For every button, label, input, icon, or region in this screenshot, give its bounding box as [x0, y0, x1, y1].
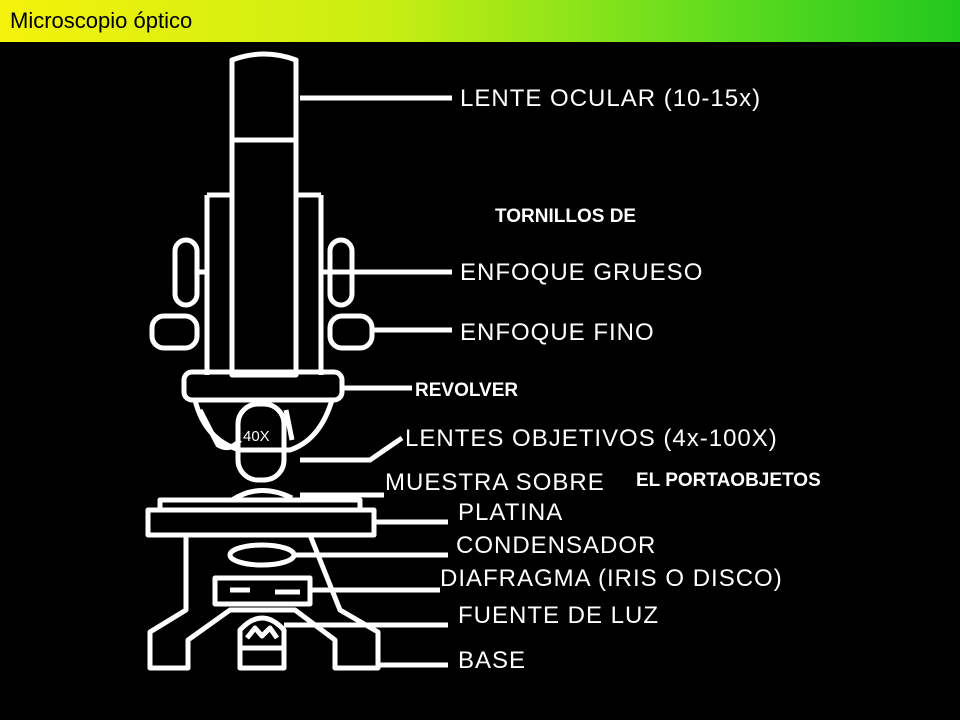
- condenser: [227, 542, 297, 568]
- label-condensador: CONDENSADOR: [456, 532, 656, 559]
- label-platina: PLATINA: [458, 499, 563, 526]
- label-enfoque-grueso: ENFOQUE GRUESO: [460, 259, 703, 286]
- label-diafragma: DIAFRAGMA (IRIS O DISCO): [440, 565, 783, 592]
- stage: [145, 507, 377, 538]
- eyepiece-tube: [229, 51, 299, 140]
- objective-center: [235, 401, 287, 483]
- body-tube: [229, 137, 299, 378]
- label-revolver: REVOLVER: [415, 380, 518, 401]
- slide-title: Microscopio óptico: [10, 8, 193, 33]
- specimen: [230, 487, 294, 503]
- label-base: BASE: [458, 647, 526, 674]
- label-lente-ocular: LENTE OCULAR (10-15x): [460, 85, 761, 112]
- coarse-knob-left: [172, 237, 200, 308]
- label-objective-40x: 40X: [243, 428, 270, 445]
- objective-right: [283, 409, 295, 441]
- label-lentes-objetivos: LENTES OBJETIVOS (4x-100X): [405, 425, 778, 452]
- label-tornillos: TORNILLOS DE: [495, 206, 636, 227]
- base-frame: [147, 534, 381, 671]
- leader-objetivos: [300, 435, 404, 463]
- label-enfoque-fino: ENFOQUE FINO: [460, 319, 655, 346]
- label-fuente-luz: FUENTE DE LUZ: [458, 602, 659, 629]
- label-muestra-sobre: MUESTRA SOBRE: [385, 469, 605, 496]
- light-source: [237, 615, 287, 671]
- fine-knob-left: [149, 313, 200, 351]
- arm: [204, 192, 324, 375]
- fine-knob-right: [327, 313, 375, 351]
- title-bar: Microscopio óptico: [0, 0, 960, 42]
- label-portaobjetos: EL PORTAOBJETOS: [636, 470, 821, 491]
